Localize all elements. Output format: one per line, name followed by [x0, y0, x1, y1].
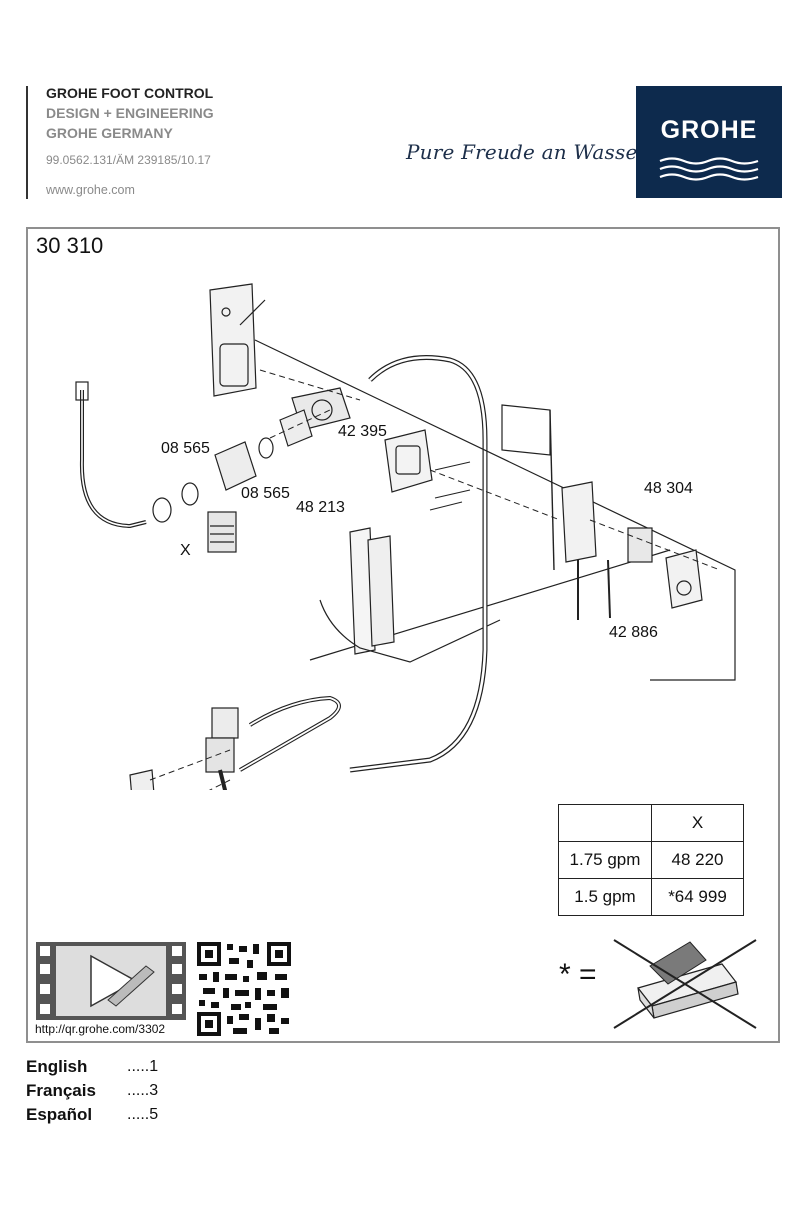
header-subtitle-2: GROHE GERMANY [46, 125, 173, 141]
language-french[interactable]: Français [26, 1081, 96, 1100]
website-link[interactable]: www.grohe.com [46, 183, 135, 197]
grohe-logo: GROHE [636, 86, 782, 198]
star-note: * = [559, 958, 597, 991]
header-block: GROHE FOOT CONTROL DESIGN + ENGINEERING … [46, 83, 214, 197]
part-label-x: X [180, 542, 191, 559]
part-label-08565-b: 08 565 [241, 485, 290, 502]
page-ref-english: .....1 [127, 1058, 159, 1075]
water-waves-icon [659, 157, 759, 181]
exploded-parts-diagram [75, 283, 736, 790]
flow-rate-cell: 1.75 gpm [558, 841, 652, 879]
part-number-cell: 48 220 [651, 841, 744, 879]
model-number: 30 310 [36, 233, 104, 258]
table-row: 1.75 gpm 48 220 [558, 841, 744, 879]
flow-rate-cell: 1.5 gpm [558, 878, 652, 916]
part-label-48213: 48 213 [296, 499, 345, 516]
language-spanish[interactable]: Español [26, 1105, 93, 1124]
table-row: 1.5 gpm *64 999 [558, 878, 744, 916]
qr-code-icon[interactable] [197, 942, 291, 1036]
table-header-cell: X [651, 804, 744, 842]
language-english[interactable]: English [26, 1057, 88, 1076]
brand-slogan: Pure Freude an Wasser [406, 140, 648, 164]
video-film-icon[interactable] [36, 942, 186, 1020]
content-frame [26, 227, 780, 1043]
page-ref-spanish: .....5 [127, 1106, 159, 1123]
logo-text: GROHE [660, 116, 758, 144]
part-label-48304: 48 304 [644, 480, 693, 497]
part-label-42395: 42 395 [338, 423, 387, 440]
part-number-cell: *64 999 [651, 878, 744, 916]
spec-table: X 1.75 gpm 48 220 1.5 gpm *64 999 [558, 804, 744, 916]
part-label-42886: 42 886 [609, 624, 658, 641]
crossed-box-icon [613, 939, 757, 1029]
qr-url[interactable]: http://qr.grohe.com/3302 [35, 1022, 166, 1036]
header-subtitle-1: DESIGN + ENGINEERING [46, 105, 214, 121]
header-divider [26, 86, 28, 199]
table-row: X [558, 804, 744, 842]
document-code: 99.0562.131/ÄM 239185/10.17 [46, 153, 211, 167]
product-title: GROHE FOOT CONTROL [46, 85, 214, 101]
table-header-cell [558, 804, 652, 842]
page-ref-french: .....3 [127, 1082, 159, 1099]
part-label-08565-a: 08 565 [161, 440, 210, 457]
